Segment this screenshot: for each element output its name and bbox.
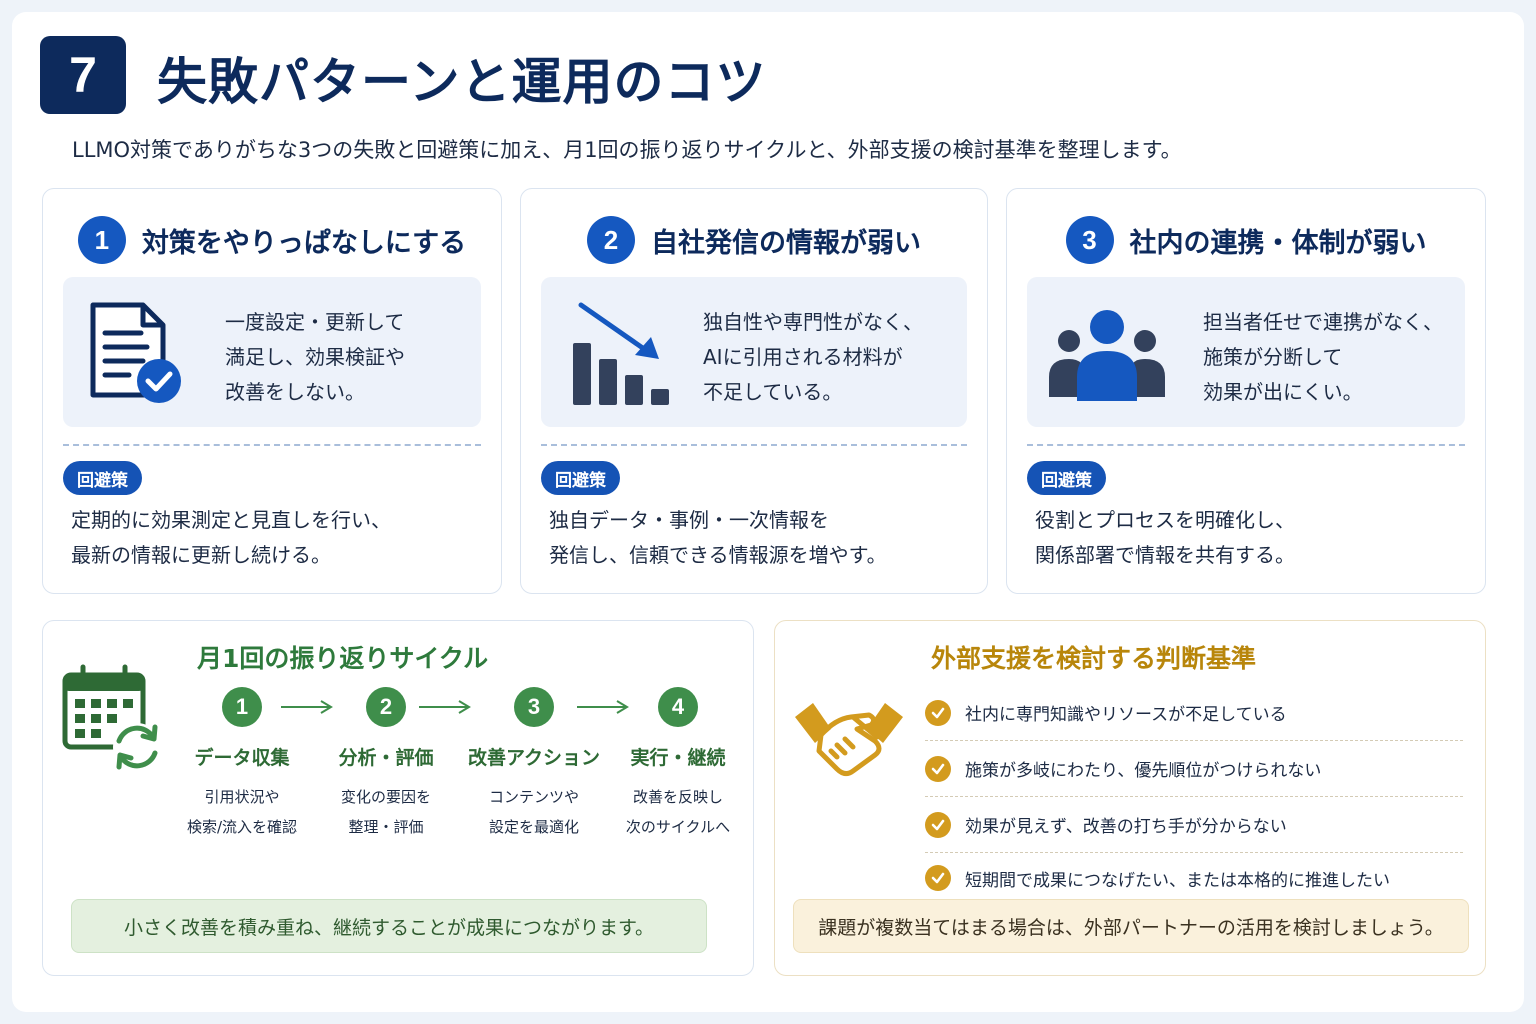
- criteria-text: 短期間で成果につなげたい、または本格的に推進したい: [965, 870, 1390, 891]
- arrow-right-icon: [577, 700, 629, 714]
- step-number: 1: [222, 687, 262, 727]
- check-icon: [925, 755, 951, 782]
- page-subtitle: LLMO対策でありがちな3つの失敗と回避策に加え、月1回の振り返りサイクルと、外…: [72, 138, 1182, 162]
- criteria-item: 施策が多岐にわたり、優先順位がつけられない: [925, 741, 1463, 797]
- criteria-text: 社内に専門知識やリソースが不足している: [965, 705, 1287, 725]
- review-cycle-panel: 月1回の振り返りサイクル 1 データ収集 引用状況や 検索/流入を確認 2 分析…: [42, 620, 754, 976]
- calendar-refresh-icon: [62, 664, 161, 771]
- criteria-item: 効果が見えず、改善の打ち手が分からない: [925, 797, 1463, 853]
- handshake-icon: [795, 703, 903, 777]
- divider: [541, 444, 967, 446]
- step-number: 3: [514, 687, 554, 727]
- step-title: 分析・評価: [338, 747, 434, 769]
- card-description: 担当者任せで連携がなく、 施策が分断して 効果が出にくい。: [1203, 310, 1443, 404]
- criteria-note: 課題が複数当てはまる場合は、外部パートナーの活用を検討しましょう。: [793, 899, 1469, 953]
- step-number: 2: [366, 687, 406, 727]
- fix-label: 回避策: [1027, 461, 1106, 495]
- cycle-step-4: 4 実行・継続 改善を反映し 次のサイクルへ: [603, 687, 753, 842]
- failure-card-1: 1 対策をやりっぱなしにする 一度設定・更新して 満足し、効果検証や 改善をしな…: [42, 188, 502, 594]
- card-number: 3: [1065, 216, 1114, 264]
- card-title: 社内の連携・体制が弱い: [1129, 227, 1427, 259]
- page-title: 失敗パターンと運用のコツ: [157, 53, 767, 111]
- card-description-box: 担当者任せで連携がなく、 施策が分断して 効果が出にくい。: [1027, 277, 1465, 427]
- divider: [63, 444, 481, 446]
- section-number-badge: 7: [40, 36, 126, 114]
- cycle-step-3: 3 改善アクション コンテンツや 設定を最適化: [459, 687, 609, 842]
- card-description-box: 一度設定・更新して 満足し、効果検証や 改善をしない。: [63, 277, 481, 427]
- fix-text: 定期的に効果測定と見直しを行い、 最新の情報に更新し続ける。: [71, 508, 391, 567]
- external-support-criteria-panel: 外部支援を検討する判断基準 社内に専門知識やリソースが不足している 施策が多岐に…: [774, 620, 1486, 976]
- step-title: データ収集: [194, 747, 290, 769]
- cycle-step-2: 2 分析・評価 変化の要因を 整理・評価: [311, 687, 461, 842]
- criteria-item: 社内に専門知識やリソースが不足している: [925, 685, 1463, 741]
- team-people-icon: [1049, 310, 1165, 401]
- check-icon: [925, 865, 951, 891]
- step-title: 改善アクション: [467, 747, 601, 769]
- page: 7 失敗パターンと運用のコツ LLMO対策でありがちな3つの失敗と回避策に加え、…: [12, 12, 1524, 1012]
- document-check-icon: [90, 302, 181, 403]
- card-title: 自社発信の情報が弱い: [651, 227, 921, 259]
- cycle-title: 月1回の振り返りサイクル: [197, 644, 489, 673]
- step-description: 改善を反映し 次のサイクルへ: [625, 788, 731, 836]
- check-icon: [925, 699, 951, 726]
- card-description: 独自性や専門性がなく、 AIに引用される材料が 不足している。: [703, 310, 923, 404]
- step-number: 4: [658, 687, 698, 727]
- criteria-text: 施策が多岐にわたり、優先順位がつけられない: [965, 761, 1322, 781]
- card-description: 一度設定・更新して 満足し、効果検証や 改善をしない。: [225, 310, 405, 404]
- step-title: 実行・継続: [630, 747, 726, 769]
- criteria-text: 効果が見えず、改善の打ち手が分からない: [965, 817, 1287, 837]
- card-number: 1: [77, 216, 126, 264]
- card-description-box: 独自性や専門性がなく、 AIに引用される材料が 不足している。: [541, 277, 967, 427]
- declining-bar-chart-icon: [573, 302, 669, 405]
- step-description: 引用状況や 検索/流入を確認: [186, 788, 298, 836]
- fix-text: 独自データ・事例・一次情報を 発信し、信頼できる情報源を増やす。: [549, 508, 887, 567]
- check-icon: [925, 811, 951, 838]
- card-header: 1 対策をやりっぱなしにする: [43, 215, 501, 265]
- divider: [1027, 444, 1465, 446]
- criteria-title: 外部支援を検討する判断基準: [931, 644, 1257, 673]
- step-description: 変化の要因を 整理・評価: [340, 788, 431, 836]
- fix-text: 役割とプロセスを明確化し、 関係部署で情報を共有する。: [1035, 508, 1295, 567]
- fix-label: 回避策: [541, 461, 620, 495]
- step-description: コンテンツや 設定を最適化: [488, 788, 579, 836]
- cycle-note: 小さく改善を積み重ね、継続することが成果につながります。: [71, 899, 707, 953]
- card-title: 対策をやりっぱなしにする: [141, 227, 467, 259]
- cycle-step-1: 1 データ収集 引用状況や 検索/流入を確認: [167, 687, 317, 842]
- failure-card-3: 3 社内の連携・体制が弱い 担当者任せで連携がなく、 施策が分断して 効果が出に…: [1006, 188, 1486, 594]
- card-number: 2: [587, 216, 635, 264]
- card-header: 3 社内の連携・体制が弱い: [1007, 215, 1485, 265]
- failure-card-2: 2 自社発信の情報が弱い 独自性や専門性がなく、 AIに引用される材料が 不足し…: [520, 188, 988, 594]
- criteria-item: 短期間で成果につなげたい、または本格的に推進したい: [925, 851, 1463, 905]
- card-header: 2 自社発信の情報が弱い: [521, 215, 987, 265]
- arrow-right-icon: [281, 700, 333, 714]
- fix-label: 回避策: [63, 461, 142, 495]
- arrow-right-icon: [419, 700, 471, 714]
